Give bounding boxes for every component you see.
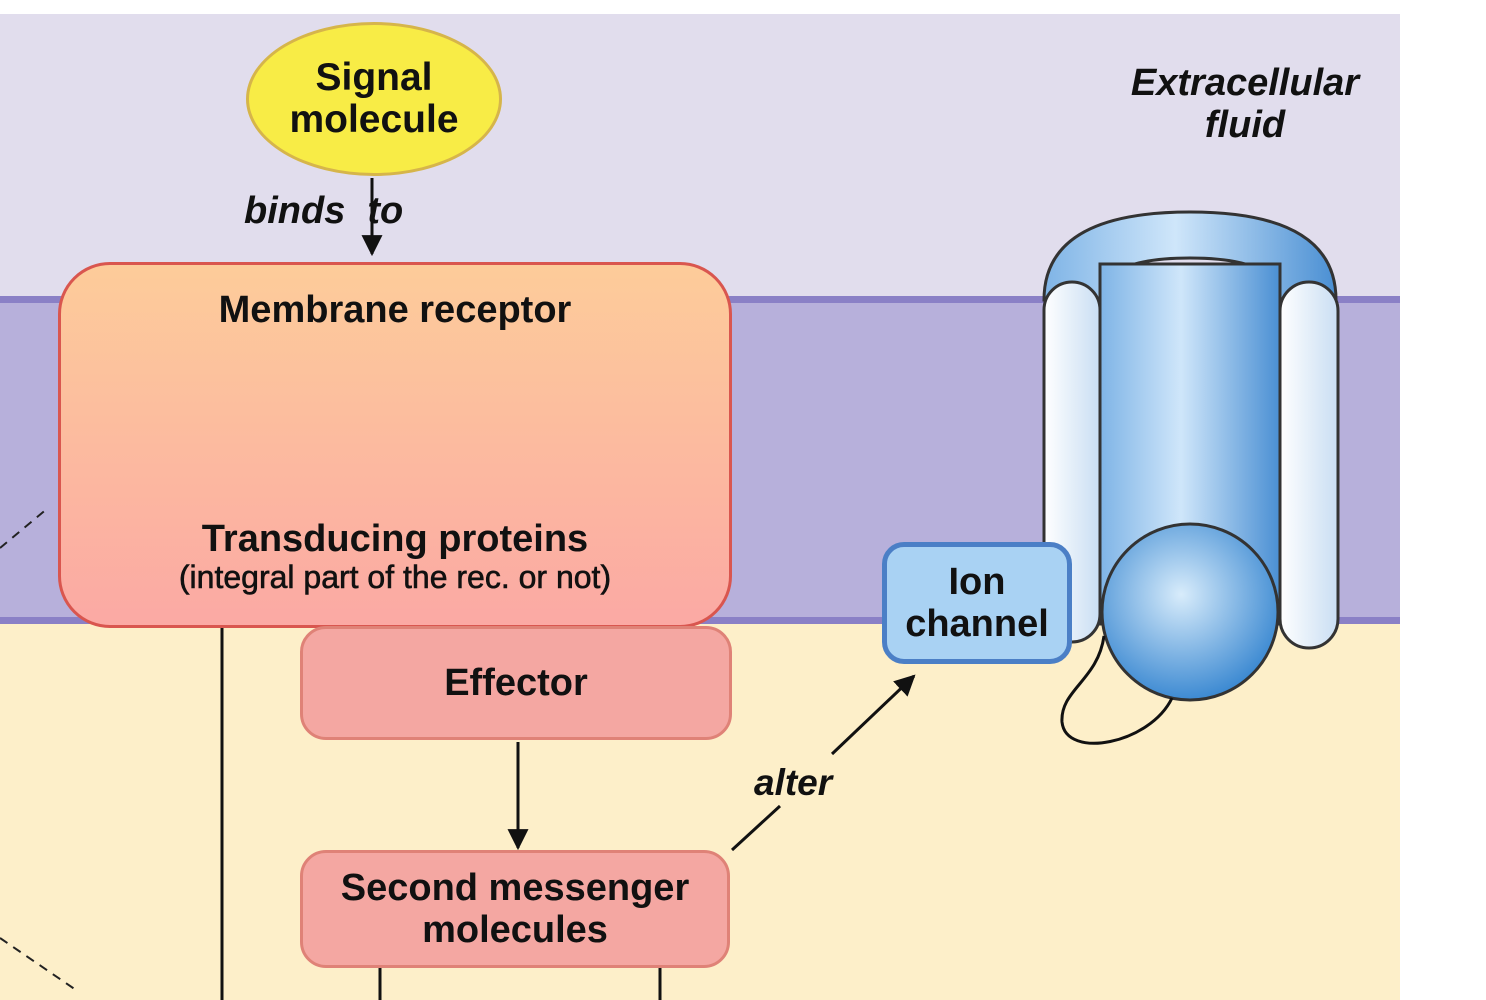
- extracellular-fluid-label: Extracellular fluid: [1100, 62, 1390, 146]
- second-messenger-node: Second messenger molecules: [300, 850, 730, 968]
- membrane-receptor-node: Membrane receptor Transducing proteins (…: [58, 262, 732, 628]
- extracellular-label-line-1: Extracellular: [1130, 62, 1360, 104]
- extracellular-label-line-2: fluid: [1204, 104, 1286, 146]
- to-word: to: [367, 190, 404, 232]
- dashed-connector-lower: [0, 937, 77, 991]
- signal-line-2: molecule: [289, 98, 459, 141]
- transducing-proteins-label: Transducing proteins (integral part of t…: [61, 519, 729, 595]
- arrow-alter-segment: [730, 804, 782, 852]
- ion-channel-line-2: channel: [905, 603, 1049, 645]
- second-messenger-line-1: Second messenger: [340, 867, 690, 909]
- alter-label: alter: [754, 762, 833, 803]
- transducing-title: Transducing proteins: [201, 518, 589, 560]
- ion-channel-line-1: Ion: [948, 561, 1006, 603]
- arrow-alter-to-ion-channel: [830, 674, 916, 756]
- second-messenger-line-2: molecules: [422, 909, 608, 951]
- membrane-receptor-title: Membrane receptor: [218, 289, 572, 331]
- ion-channel-node: Ion channel: [882, 542, 1072, 664]
- binds-word: binds: [244, 190, 346, 232]
- transducing-subtitle: (integral part of the rec. or not): [178, 559, 612, 596]
- effector-label: Effector: [444, 661, 588, 704]
- dashed-connector-upper: [0, 507, 49, 549]
- ion-channel-protein-illustration: [1042, 210, 1340, 745]
- signal-molecule-node: Signal molecule: [246, 22, 502, 176]
- signal-line-1: Signal: [315, 56, 433, 99]
- effector-node: Effector: [300, 626, 732, 740]
